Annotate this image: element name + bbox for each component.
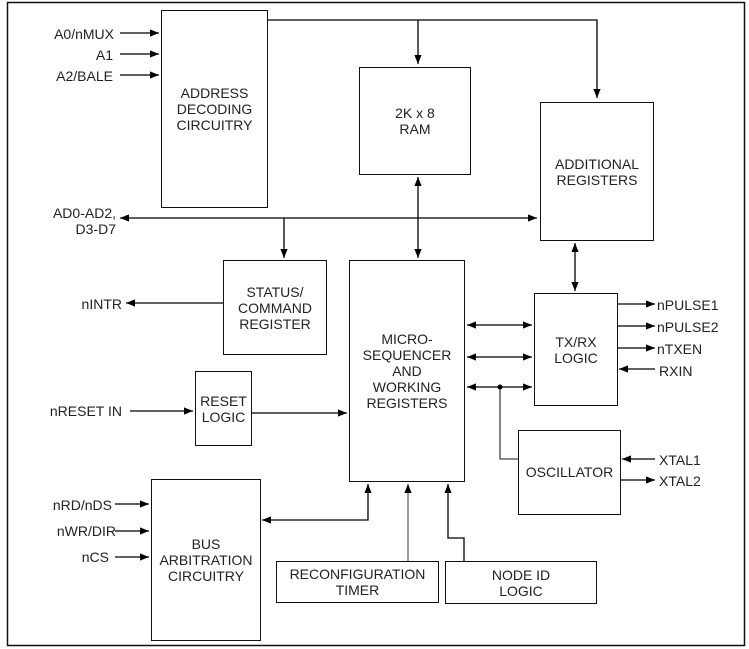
addr-to-addreg [267,19,601,98]
npulse2-label: nPULSE2 [657,319,719,335]
xtal1-label: XTAL1 [659,452,701,468]
nintr-label: nINTR [81,296,122,312]
bus-arbitration-block: BUS ARBITRATION CIRCUITRY [151,479,261,641]
bus-to-micro [262,484,372,524]
status-command-block: STATUS/ COMMAND REGISTER [223,260,327,355]
microsequencer-block: MICRO- SEQUENCER AND WORKING REGISTERS [349,260,465,482]
additional-registers-block: ADDITIONAL REGISTERS [540,102,654,241]
ram-block: 2K x 8 RAM [359,67,471,175]
ntxen-label: nTXEN [657,341,703,357]
data-bus-label: AD0-AD2, D3-D7 [52,205,116,237]
nrd-label: nRD/nDS [52,497,112,513]
txrx-logic-block: TX/RX LOGIC [534,293,618,406]
a1-label: A1 [95,47,113,63]
reconfiguration-timer-block: RECONFIGURATION TIMER [276,561,439,603]
nreset-label: nRESET IN [49,403,122,419]
ncs-label: nCS [81,549,109,565]
a2-label: A2/BALE [56,68,113,84]
nwr-label: nWR/DIR [56,523,116,539]
xtal2-label: XTAL2 [659,473,701,489]
node-id-logic-block: NODE ID LOGIC [445,561,597,604]
nodeid-to-micro [444,484,465,561]
oscillator-block: OSCILLATOR [518,430,621,515]
npulse1-label: nPULSE1 [657,297,719,313]
a0-label: A0/nMUX [54,26,114,42]
rxin-label: RXIN [659,363,693,379]
osc-link [499,387,518,460]
reset-logic-block: RESET LOGIC [195,371,252,446]
outer-border [6,1,746,647]
address-decoding-block: ADDRESS DECODING CIRCUITRY [161,10,268,208]
